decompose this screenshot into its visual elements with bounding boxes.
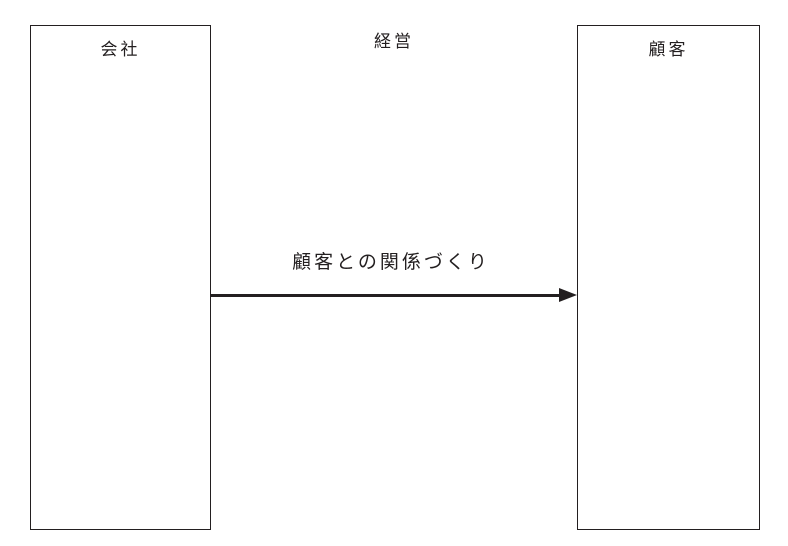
customer-box-label: 顧客 — [648, 40, 689, 59]
management-label: 経営 — [374, 32, 414, 51]
arrow-shaft — [211, 294, 560, 297]
company-box: 会社 — [30, 25, 211, 530]
customer-box: 顧客 — [577, 25, 760, 530]
arrow-head-icon — [559, 288, 577, 302]
company-box-label: 会社 — [100, 40, 141, 59]
arrow-label: 顧客との関係づくり — [292, 252, 490, 273]
